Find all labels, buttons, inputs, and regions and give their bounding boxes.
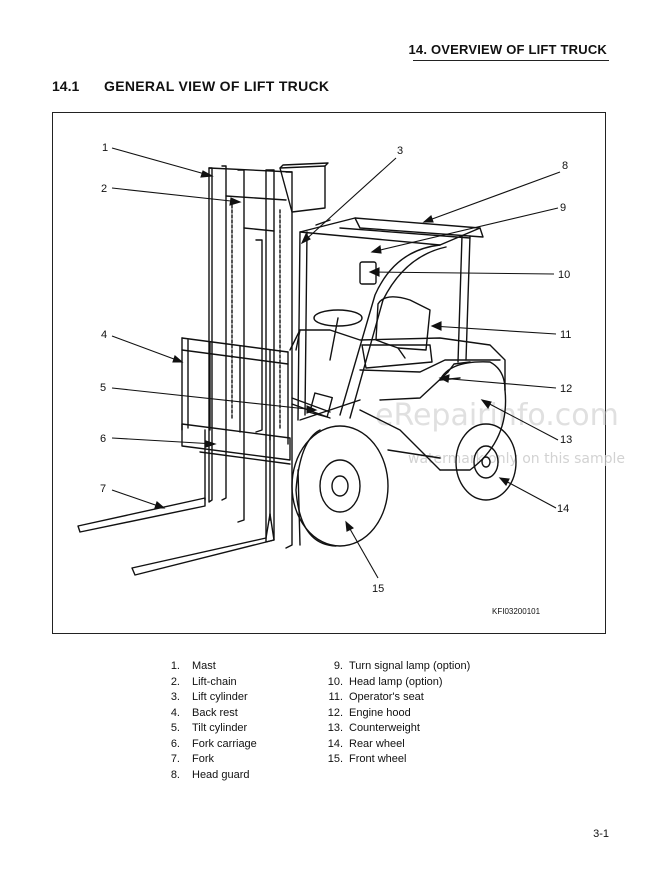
callout-1: 1 (102, 142, 108, 154)
legend-number: 13. (327, 722, 343, 734)
legend-number: 8. (170, 768, 180, 781)
legend-item: 6. Fork carriage (160, 737, 257, 753)
section-title: GENERAL VIEW OF LIFT TRUCK (104, 78, 330, 94)
legend-number: 10. (327, 675, 343, 688)
legend-label: Rear wheel (349, 737, 405, 750)
legend-number: 12. (327, 706, 343, 719)
figure-code: KFI03200101 (492, 607, 541, 616)
legend-label: Back rest (192, 706, 238, 719)
legend-item: 3. Lift cylinder (160, 690, 257, 706)
callout-13: 13 (560, 434, 572, 446)
legend-label: Engine hood (349, 706, 411, 719)
legend-label: Mast (192, 660, 216, 672)
legend-item: 7. Fork (160, 752, 257, 768)
legend-number: 9. (333, 660, 343, 672)
legend-label: Fork carriage (192, 737, 257, 750)
legend-label: Fork (192, 753, 214, 765)
callout-6: 6 (100, 433, 106, 445)
legend-item: 14. Rear wheel (320, 737, 470, 753)
legend-number: 3. (170, 691, 180, 703)
callout-5: 5 (100, 382, 106, 394)
legend-item: 2. Lift-chain (160, 675, 257, 691)
legend-label: Operator's seat (349, 691, 424, 703)
header-title: 14. OVERVIEW OF LIFT TRUCK (408, 42, 607, 57)
legend-label: Counterweight (349, 722, 420, 734)
legend-number: 14. (327, 737, 343, 750)
legend-item: 9. Turn signal lamp (option) (320, 659, 470, 675)
legend-item: 12. Engine hood (320, 706, 470, 722)
legend-item: 15. Front wheel (320, 752, 470, 768)
legend-number: 4. (170, 706, 180, 719)
callout-8: 8 (562, 160, 568, 172)
legend-label: Turn signal lamp (option) (349, 660, 471, 672)
callout-7: 7 (100, 483, 106, 495)
watermark: eRepairinfo.com (375, 398, 619, 433)
legend-right: 9. Turn signal lamp (option) 10. Head lamp… (320, 659, 471, 768)
legend-left: 1. Mast 2. Lift-chain 3. Lift cylinder 4. Ba… (160, 659, 257, 783)
legend-item: 4. Back rest (160, 706, 257, 722)
callout-9: 9 (560, 202, 566, 214)
callout-10: 10 (558, 269, 570, 281)
legend-number: 2. (170, 675, 180, 688)
leader-lines (111, 147, 561, 579)
legend-number: 1. (170, 660, 180, 672)
header-rule (413, 60, 609, 61)
page-number: 3-1 (593, 828, 609, 840)
callout-2: 2 (101, 183, 107, 195)
legend-item: 1. Mast (160, 659, 257, 675)
callout-15: 15 (372, 583, 384, 595)
legend-item: 5. Tilt cylinder (160, 721, 257, 737)
callout-14: 14 (557, 503, 569, 515)
legend-item: 11. Operator's seat (320, 690, 470, 706)
section-number: 14.1 (52, 78, 80, 94)
forklift-drawing (77, 162, 517, 576)
legend-label: Lift cylinder (192, 691, 248, 703)
callout-4: 4 (101, 329, 107, 341)
legend-label: Head lamp (option) (349, 675, 443, 688)
legend-label: Front wheel (349, 753, 407, 765)
legend-number: 15. (327, 753, 343, 765)
legend-item: 10. Head lamp (option) (320, 675, 470, 691)
legend-number: 7. (170, 753, 180, 765)
legend-label: Lift-chain (192, 675, 237, 688)
legend-label: Tilt cylinder (192, 722, 248, 734)
callout-11: 11 (560, 329, 571, 341)
figure-frame (52, 112, 606, 634)
legend-item: 8. Head guard (160, 768, 257, 784)
legend-number: 5. (170, 722, 180, 734)
legend-label: Head guard (192, 768, 250, 781)
callout-12: 12 (560, 383, 572, 395)
legend-number: 11. (328, 691, 343, 703)
legend-item: 13. Counterweight (320, 721, 470, 737)
callout-3: 3 (397, 145, 403, 157)
legend-number: 6. (170, 737, 180, 750)
